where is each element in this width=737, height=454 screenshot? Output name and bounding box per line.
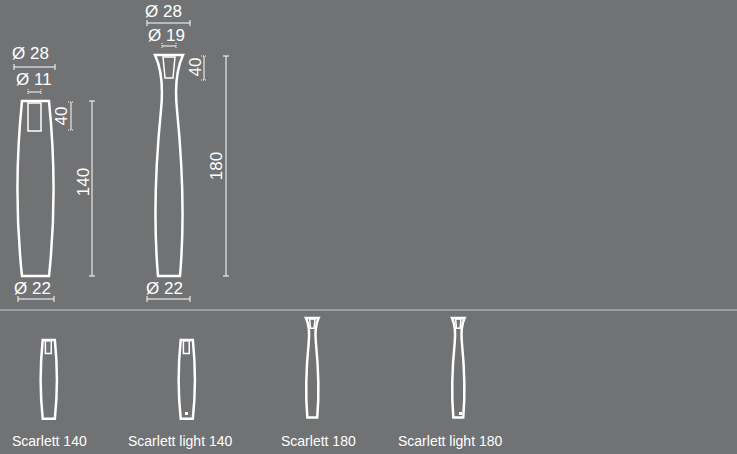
lamp-outline xyxy=(18,101,54,276)
dimension-lines xyxy=(14,20,229,302)
lamp-thumbnail xyxy=(306,318,319,417)
dimension-label: 40 xyxy=(53,107,70,126)
lamp-thumbnail xyxy=(41,340,57,419)
switch-dot xyxy=(185,412,188,415)
product-name: Scarlett light 180 xyxy=(398,434,502,448)
lamp-thumbnail xyxy=(179,340,195,419)
lamp-outline xyxy=(155,55,183,276)
switch-dot xyxy=(459,412,462,415)
dimension-label: Ø 11 xyxy=(16,71,52,88)
separator xyxy=(0,310,737,311)
lamp-thumbnail xyxy=(452,318,465,417)
dimension-label: 40 xyxy=(187,58,204,77)
product-name: Scarlett 180 xyxy=(281,434,356,448)
dimension-label: Ø 28 xyxy=(145,3,182,20)
dimension-label: Ø 22 xyxy=(14,280,51,297)
dimension-label: Ø 28 xyxy=(12,45,49,62)
dimension-label: Ø 22 xyxy=(146,280,183,297)
product-name: Scarlett light 140 xyxy=(128,434,232,448)
dimension-label: 140 xyxy=(75,168,92,196)
dimension-label: Ø 19 xyxy=(148,27,185,44)
dimension-label: 180 xyxy=(208,152,225,180)
product-name: Scarlett 140 xyxy=(12,434,87,448)
